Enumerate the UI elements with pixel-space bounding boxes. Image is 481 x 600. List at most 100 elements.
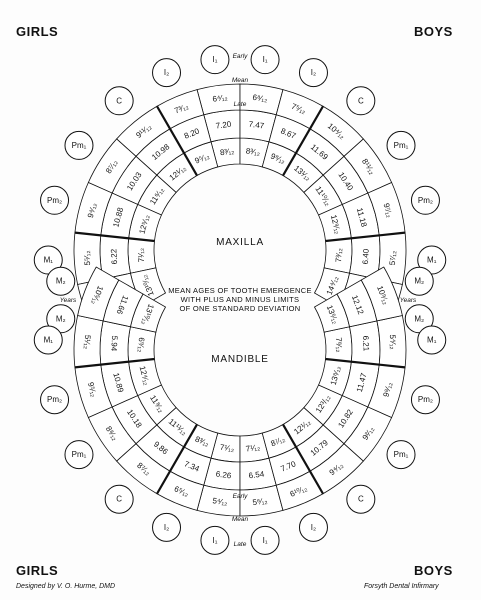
upper-girls-cell-early xyxy=(74,181,113,236)
boys-label-bottom: BOYS xyxy=(414,563,453,578)
group-separator xyxy=(74,231,155,243)
lower-boys-value-mean: 6.21 xyxy=(361,335,371,352)
upper-girls-cell-early xyxy=(87,138,137,194)
upper-boys-tooth-tab: Pm₁ xyxy=(386,130,416,160)
group-separator xyxy=(156,423,198,495)
tooth-label: C xyxy=(116,96,122,105)
late-row-label-bottom: Late xyxy=(234,541,247,548)
mean-row-label-top: Mean xyxy=(232,77,249,84)
upper-boys-value-early: 5⁷⁄₁₂ xyxy=(388,251,398,266)
tooth-label: M₂ xyxy=(414,314,424,323)
lower-boys-cell-early xyxy=(360,266,403,322)
tooth-label: I₂ xyxy=(311,523,316,532)
girls-label-bottom: GIRLS xyxy=(16,563,59,578)
center-description-line: MEAN AGES OF TOOTH EMERGENCE xyxy=(168,286,312,295)
upper-boys-value-early: 9⁷⁄₁₂ xyxy=(382,202,394,218)
lower-boys-tooth-tab: I₂ xyxy=(298,512,328,542)
tooth-label: Pm₂ xyxy=(47,395,62,404)
upper-girls-value-mean: 6.22 xyxy=(109,248,119,265)
lower-boys-cell-early xyxy=(343,406,393,462)
lower-boys-value-early: 5⁶⁄₁₂ xyxy=(252,496,268,507)
tooth-label: Pm₂ xyxy=(47,196,62,205)
mandible-label: MANDIBLE xyxy=(211,354,269,365)
institution-credit: Forsyth Dental Infirmary xyxy=(364,583,439,590)
lower-girls-value-early: 5¹⁄₁₂ xyxy=(82,335,92,350)
upper-boys-tooth-tab: Pm₂ xyxy=(410,185,440,215)
lower-boys-cell-early xyxy=(367,364,406,419)
group-separator xyxy=(156,105,198,177)
tooth-label: Pm₁ xyxy=(72,450,87,459)
tooth-label: M₂ xyxy=(414,277,424,286)
center-description-line: OF ONE STANDARD DEVIATION xyxy=(180,304,301,313)
lower-girls-tooth-tab: M₁ xyxy=(33,325,63,355)
upper-girls-value-mean: 7.20 xyxy=(215,120,232,131)
lower-boys-cell-early xyxy=(275,470,324,511)
lower-boys-cell-early xyxy=(239,484,284,517)
tooth-label: C xyxy=(116,495,122,504)
girls-label-top: GIRLS xyxy=(16,24,59,39)
upper-girls-tooth-tab: Pm₂ xyxy=(40,185,70,215)
lower-boys-tooth-tab: C xyxy=(346,484,376,514)
lower-boys-tooth-tab: Pm₂ xyxy=(410,385,440,415)
lower-girls-value-mean: 6.26 xyxy=(215,469,232,480)
upper-girls-tooth-tab: I₂ xyxy=(152,58,182,88)
tooth-label: Pm₁ xyxy=(394,141,409,150)
tooth-label: Pm₁ xyxy=(72,141,87,150)
tooth-label: I₂ xyxy=(311,68,316,77)
tooth-label: Pm₁ xyxy=(394,450,409,459)
lower-boys-tooth-tab: M₁ xyxy=(417,325,447,355)
tooth-label: C xyxy=(358,96,364,105)
late-row-label-top: Late xyxy=(234,101,247,108)
lower-boys-value-mean: 6.54 xyxy=(248,469,265,480)
lower-girls-tooth-tab: I₂ xyxy=(152,512,182,542)
boys-label-top: BOYS xyxy=(414,24,453,39)
group-separator xyxy=(282,423,324,495)
lower-girls-value-early: 9⁵⁄₁₂ xyxy=(86,381,99,398)
group-separator xyxy=(325,231,406,243)
lower-girls-cell-early xyxy=(77,266,120,322)
tooth-label: I₁ xyxy=(212,55,217,64)
upper-boys-value-late: 7³⁄₁₂ xyxy=(334,248,344,263)
upper-boys-value-mean: 6.40 xyxy=(361,248,371,265)
lower-girls-tooth-tab: M₂ xyxy=(46,266,76,296)
years-label: Years xyxy=(60,297,77,304)
tooth-label: M₁ xyxy=(427,256,437,265)
center-description-line: WITH PLUS AND MINUS LIMITS xyxy=(181,295,300,304)
upper-girls-cell-early xyxy=(156,89,205,130)
upper-girls-tooth-tab: Pm₁ xyxy=(64,130,94,160)
upper-boys-tooth-tab: I₁ xyxy=(250,45,280,75)
upper-girls-value-early: 9⁴⁄₁₂ xyxy=(86,202,99,219)
upper-boys-value-mean: 7.47 xyxy=(248,120,265,131)
upper-boys-value-early: 6⁸⁄₁₂ xyxy=(252,93,268,104)
upper-girls-tooth-tab: I₁ xyxy=(200,45,230,75)
lower-boys-value-late: 7⁸⁄₁₂ xyxy=(334,337,344,352)
tooth-label: Pm₂ xyxy=(418,196,433,205)
lower-boys-tooth-tab: Pm₁ xyxy=(386,440,416,470)
tooth-label: I₂ xyxy=(164,68,169,77)
tooth-label: Pm₂ xyxy=(418,395,433,404)
group-separator xyxy=(74,357,155,369)
lower-girls-tooth-tab: Pm₂ xyxy=(40,385,70,415)
upper-girls-value-late: 8³⁄₁₂ xyxy=(219,146,234,157)
group-separator xyxy=(325,357,406,369)
early-row-label-bottom: Early xyxy=(233,493,249,500)
upper-boys-tooth-tab: C xyxy=(346,86,376,116)
tooth-label: M₁ xyxy=(44,335,54,344)
lower-boys-quadrant: 7¹⁄₁₂6.545⁶⁄₁₂I₁8⁷⁄₁₂7.706¹⁰⁄₁₂I₂12¹⁄₁₂1… xyxy=(239,266,447,555)
lower-boys-tooth-tab: I₁ xyxy=(250,525,280,555)
tooth-label: I₂ xyxy=(164,523,169,532)
mean-row-label-bottom: Mean xyxy=(232,516,249,523)
lower-girls-value-mean: 5.94 xyxy=(109,335,119,352)
lower-girls-tooth-tab: C xyxy=(104,484,134,514)
upper-girls-tooth-tab: C xyxy=(104,86,134,116)
early-row-label-top: Early xyxy=(233,53,249,60)
group-separator xyxy=(282,105,324,177)
upper-boys-tooth-tab: I₂ xyxy=(298,58,328,88)
lower-girls-value-late: 7¹⁄₁₂ xyxy=(219,443,234,454)
tooth-label: I₁ xyxy=(263,55,268,64)
lower-boys-tooth-tab: M₂ xyxy=(404,266,434,296)
lower-girls-tooth-tab: I₁ xyxy=(200,525,230,555)
lower-girls-value-early: 5⁴⁄₁₂ xyxy=(212,496,228,507)
tooth-label: M₁ xyxy=(427,335,437,344)
